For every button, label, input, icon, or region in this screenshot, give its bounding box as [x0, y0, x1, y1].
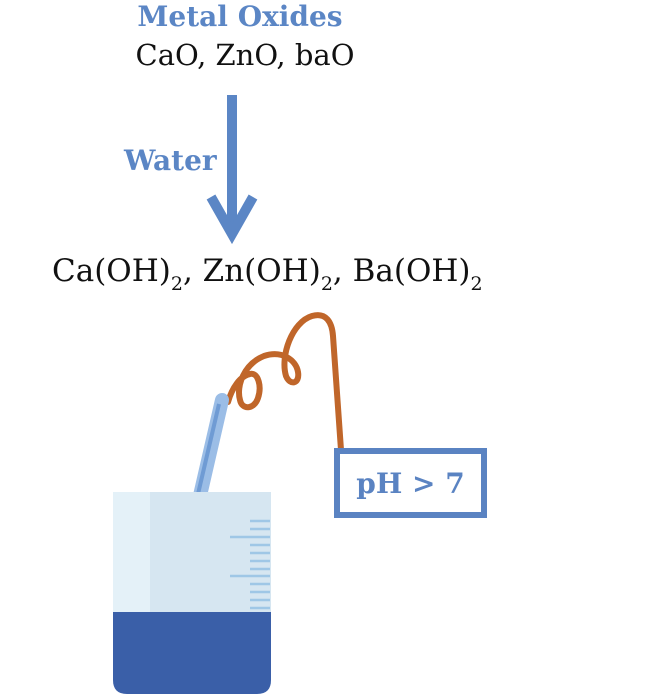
hydroxides-formula: Ca(OH)2, Zn(OH)2, Ba(OH)2: [52, 253, 483, 295]
ph-label: pH > 7: [356, 466, 465, 500]
formula-ba-sub: 2: [470, 273, 483, 295]
formula-ba-base: Ba(OH): [352, 253, 471, 289]
metal-oxides-title: Metal Oxides: [137, 0, 343, 33]
formula-ca-sub: 2: [170, 273, 183, 295]
down-arrow-icon: [206, 95, 258, 245]
glass-rod: [192, 393, 229, 507]
formula-sep: ,: [332, 253, 353, 289]
formula-ca-base: Ca(OH): [52, 253, 171, 289]
probe-wire: [225, 312, 344, 453]
formula-zn-sub: 2: [320, 273, 333, 295]
oxides-formula: CaO, ZnO, baO: [135, 38, 355, 72]
ph-indicator-box: pH > 7: [334, 448, 487, 518]
formula-sep: ,: [182, 253, 203, 289]
formula-zn-base: Zn(OH): [202, 253, 321, 289]
water-label: Water: [124, 144, 217, 177]
beaker-icon: [113, 492, 271, 694]
